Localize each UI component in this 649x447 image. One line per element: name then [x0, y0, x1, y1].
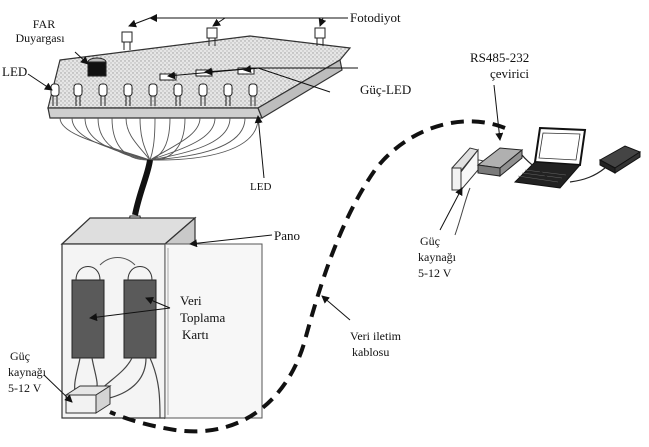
board-wire [149, 117, 216, 161]
sensor-board [47, 27, 352, 227]
board-wire [149, 117, 259, 161]
board-front-edge [47, 107, 263, 119]
photodiode [121, 31, 133, 50]
photodiode [314, 27, 326, 46]
led [198, 83, 208, 106]
label-guc-left-1: Güç [10, 349, 30, 363]
board-cable-fan [59, 117, 259, 161]
label-far-line1: FAR [33, 17, 55, 31]
main-cable [132, 159, 153, 216]
led [123, 83, 133, 106]
label-fotodiyot: Fotodiyot [350, 10, 401, 25]
board-wire [111, 117, 151, 161]
label-veri-toplama-3: Kartı [182, 327, 209, 342]
board-wire [125, 117, 151, 161]
label-veri-iletim-2: kablosu [352, 345, 389, 359]
led-row [50, 83, 258, 106]
remote-power-supply [451, 147, 493, 192]
photodiode [206, 27, 218, 46]
label-guc-left-3: 5-12 V [8, 381, 42, 395]
rs485-converter [476, 147, 524, 178]
board-wire [84, 117, 151, 161]
panel-door [164, 243, 263, 419]
board-wire [149, 117, 156, 161]
board-wire [139, 117, 151, 161]
board-wire [149, 117, 201, 161]
far-sensor [87, 57, 107, 77]
label-veri-iletim-1: Veri iletim [350, 329, 402, 343]
label-pano: Pano [274, 228, 300, 243]
label-veri-toplama-2: Toplama [180, 310, 226, 325]
data-transmission-cable [109, 119, 506, 434]
label-led-left: LED [2, 64, 27, 79]
label-veri-toplama-1: Veri [180, 293, 202, 308]
led [73, 83, 83, 106]
label-led-bottom: LED [250, 181, 271, 193]
remote-equipment [451, 126, 642, 236]
label-guc-right-2: kaynağı [418, 250, 457, 264]
data-card-right [123, 279, 157, 359]
label-guc-left-2: kaynağı [8, 365, 47, 379]
label-rs485-line1: RS485-232 [470, 50, 529, 65]
panel-power-supply [64, 385, 112, 414]
board-wire [149, 117, 246, 161]
label-guc-led: Güç-LED [360, 82, 411, 97]
led [248, 83, 258, 106]
led [223, 83, 233, 106]
led [98, 83, 108, 106]
photodiode-group [121, 27, 326, 50]
label-far-line2: Duyargası [15, 31, 65, 45]
board-wire [149, 117, 231, 161]
board-wire [97, 117, 151, 161]
panel-box [60, 216, 263, 420]
led [148, 83, 158, 106]
label-guc-right-3: 5-12 V [418, 266, 452, 280]
label-guc-right-1: Güç [420, 234, 440, 248]
laptop [513, 126, 587, 189]
labels: Fotodiyot FAR Duyargası LED Güç-LED LED … [2, 10, 529, 395]
led [50, 83, 60, 106]
label-rs485-line2: çevirici [490, 66, 529, 81]
external-device [598, 145, 642, 174]
pointer-lines [27, 14, 504, 403]
board-side-edge [257, 59, 343, 119]
board-wire [71, 117, 151, 161]
power-led [159, 73, 177, 81]
board-wire [59, 117, 151, 161]
data-card-left [71, 279, 105, 359]
led [173, 83, 183, 106]
